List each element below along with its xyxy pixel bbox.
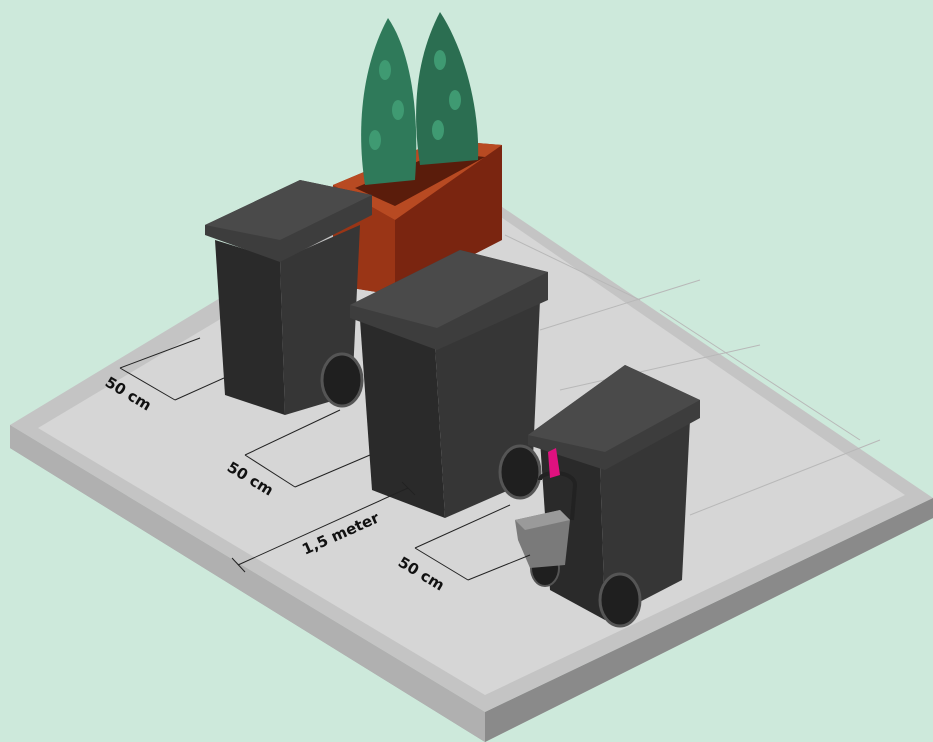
tag-icon [548,448,560,478]
kitchen-caddy-icon [515,471,578,568]
waste-bin-icon [205,180,372,415]
dimension-lines [119,337,531,581]
waste-bin-icon [350,250,548,518]
plant-icon [361,12,479,185]
waste-bin-icon [528,365,700,628]
